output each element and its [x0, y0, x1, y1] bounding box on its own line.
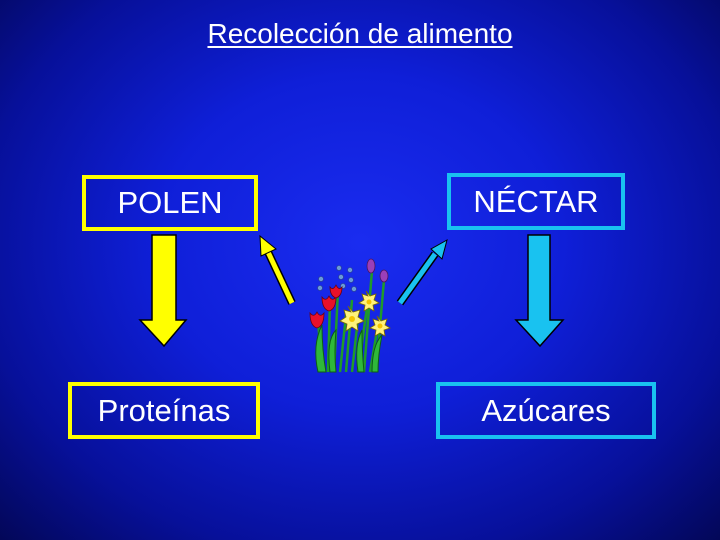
proteinas-box: Proteínas [68, 382, 260, 439]
proteinas-label: Proteínas [97, 392, 231, 428]
nectar-box: NÉCTAR [447, 173, 625, 230]
down-arrow-nectar-icon [514, 234, 565, 348]
nectar-label: NÉCTAR [473, 183, 599, 219]
page-title: Recolección de alimento [207, 18, 513, 49]
azucares-box: Azúcares [436, 382, 656, 439]
diagonal-arrow-polen-icon [259, 234, 296, 305]
polen-box: POLEN [82, 175, 258, 231]
down-arrow-polen-icon [138, 234, 188, 348]
diagonal-arrow-nectar-icon [396, 238, 448, 306]
polen-label: POLEN [117, 185, 223, 220]
flower-bouquet-icon [309, 258, 391, 373]
azucares-label: Azúcares [481, 392, 611, 428]
